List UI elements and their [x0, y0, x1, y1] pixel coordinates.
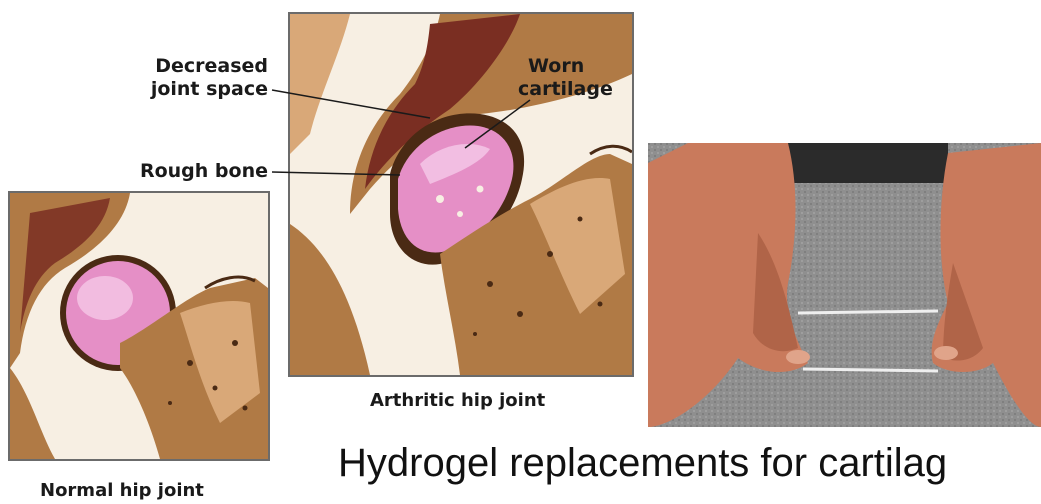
- slide-title: Hydrogel replacements for cartilag: [338, 440, 947, 486]
- slide-subtitle: [338, 486, 1041, 504]
- leader-rough-bone: [272, 172, 400, 175]
- label-worn-line2: cartilage: [518, 78, 613, 101]
- label-worn-cartilage: Worn cartilage: [518, 55, 613, 101]
- label-worn-line1: Worn: [518, 55, 613, 78]
- label-decreased-line1: Decreased: [128, 55, 268, 78]
- caption-normal-hip-joint: Normal hip joint: [40, 479, 204, 502]
- leader-worn-cartilage: [465, 100, 530, 148]
- caption-arthritic-hip-joint: Arthritic hip joint: [370, 389, 545, 412]
- label-decreased-joint-space: Decreased joint space: [128, 55, 268, 101]
- label-rough-bone: Rough bone: [128, 160, 268, 183]
- label-decreased-line2: joint space: [128, 78, 268, 101]
- leader-decreased-joint-space: [272, 90, 430, 118]
